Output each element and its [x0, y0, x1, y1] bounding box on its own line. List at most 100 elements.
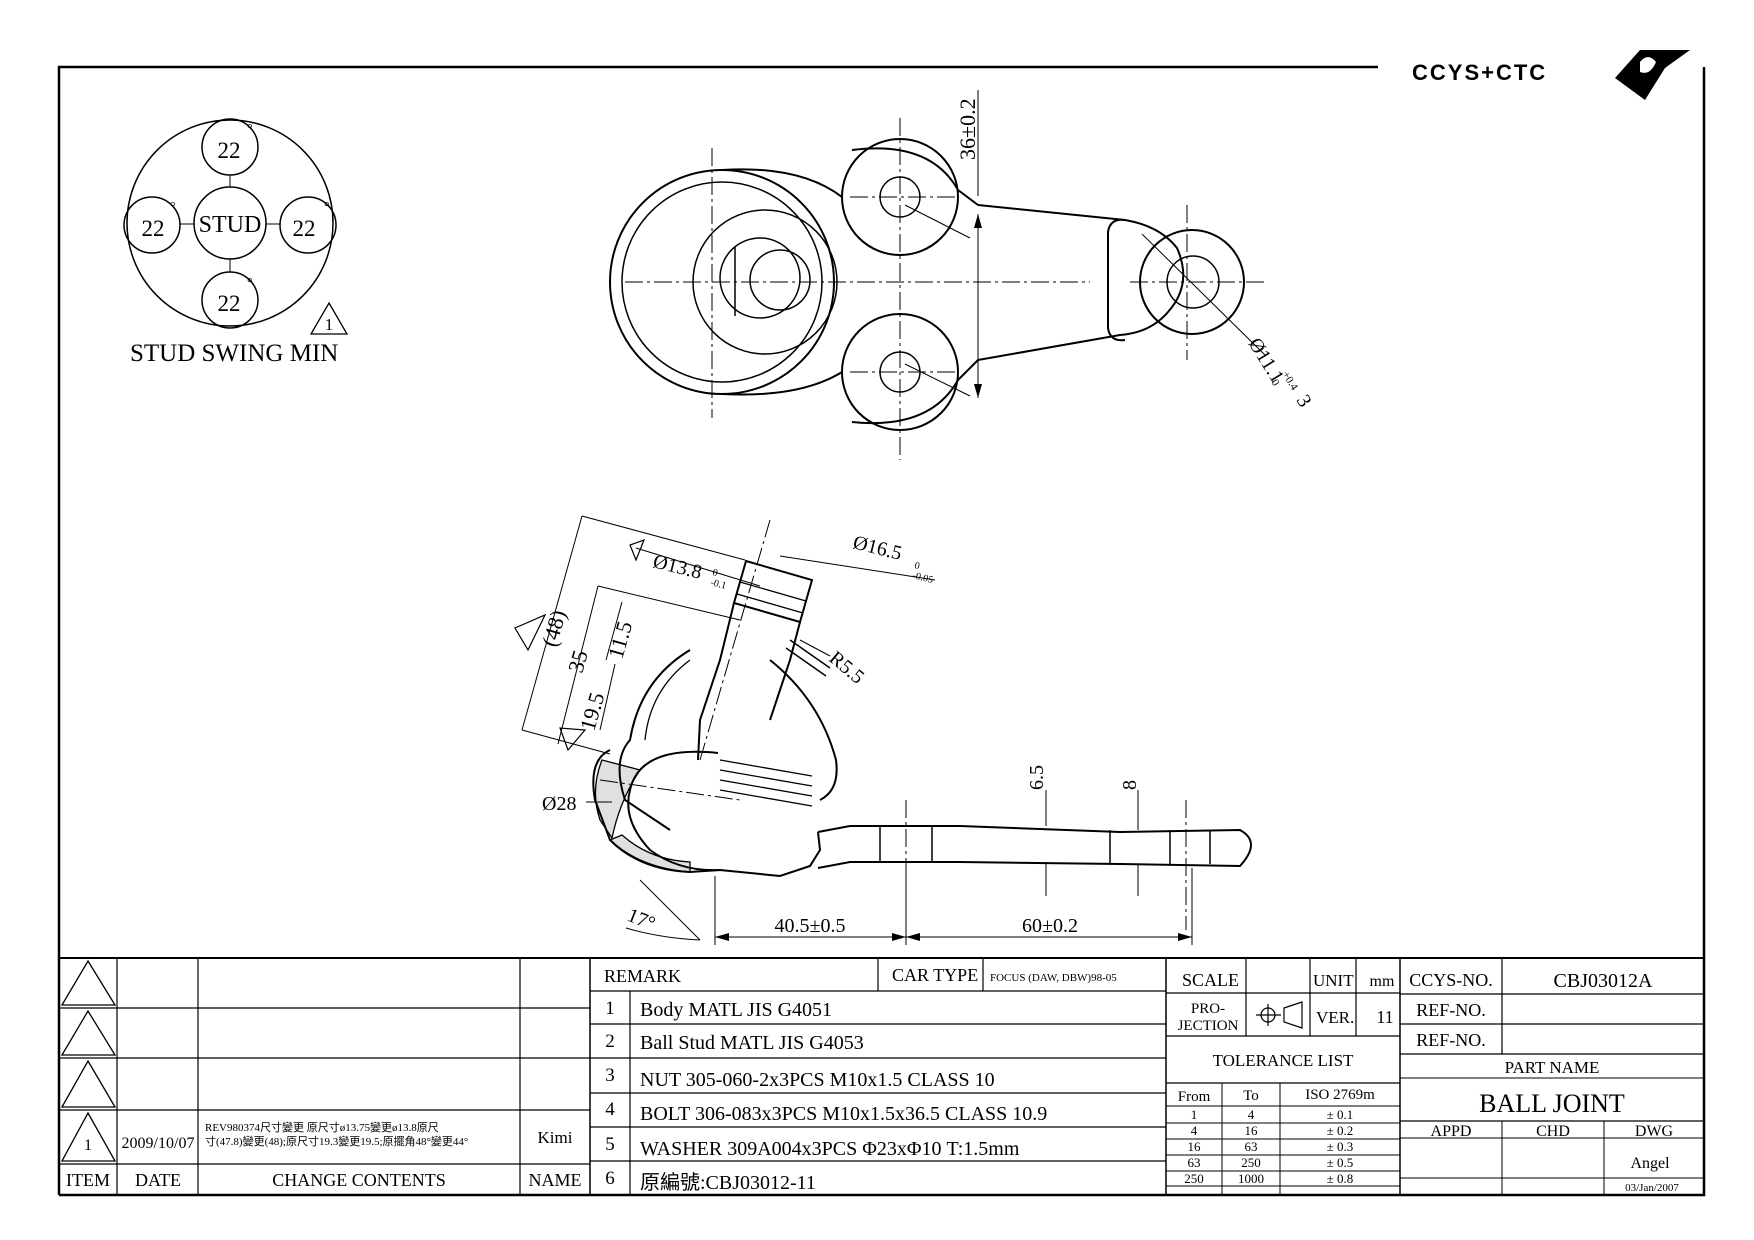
dim-d28: Ø28	[542, 793, 576, 815]
logo-emblem-icon	[1615, 50, 1690, 100]
dim-35: 35	[563, 647, 593, 675]
projection-label-2: JECTION	[1178, 1018, 1239, 1034]
rev-contents-line1: REV980374尺寸變更 原尺寸ø13.75變更ø13.8原尺	[205, 1120, 439, 1134]
svg-text:0: 0	[913, 560, 921, 572]
swing-circle-right	[279, 196, 337, 254]
dim-36: 36±0.2	[955, 98, 980, 160]
tol-header-to: To	[1243, 1088, 1259, 1104]
logo-text: CCYS+CTC	[1412, 60, 1547, 85]
appd-label: APPD	[1431, 1123, 1472, 1140]
swing-circle-left	[123, 196, 181, 254]
ver-label: VER.	[1316, 1008, 1354, 1027]
svg-text:1000: 1000	[1238, 1171, 1264, 1186]
dim-8: 8	[1119, 780, 1141, 790]
part-name-label: PART NAME	[1505, 1058, 1600, 1077]
dim-40-5: 40.5±0.5	[775, 915, 846, 937]
rev-contents-line2: 寸(47.8)變更(48);原尺寸19.3變更19.5;原擺角48°變更44°	[205, 1134, 468, 1148]
header-item: ITEM	[66, 1170, 110, 1190]
svg-text:2: 2	[605, 1031, 615, 1052]
ccys-no-value: CBJ03012A	[1554, 970, 1653, 992]
third-angle-projection-icon	[1256, 1001, 1303, 1029]
revision-triangle-icon	[514, 613, 547, 652]
title-block-grid	[59, 957, 1704, 1195]
scale-tolerance-block: SCALE UNIT mm PRO- JECTION VER. 11 TOLER…	[1178, 970, 1395, 1186]
svg-text:± 0.5: ± 0.5	[1327, 1155, 1354, 1170]
unit-value: mm	[1370, 973, 1395, 990]
svg-text:1: 1	[605, 998, 615, 1019]
ccys-no-label: CCYS-NO.	[1409, 970, 1493, 990]
svg-text:1: 1	[325, 315, 334, 334]
svg-text:5: 5	[605, 1134, 615, 1155]
svg-text:3: 3	[605, 1065, 615, 1086]
svg-text:± 0.1: ± 0.1	[1327, 1107, 1354, 1122]
revision-triangle-icon	[60, 1059, 117, 1108]
svg-text:1: 1	[1191, 1107, 1198, 1122]
dwg-label: DWG	[1635, 1123, 1674, 1140]
angle-right: 22	[293, 216, 316, 241]
dim-48: (48)	[537, 607, 571, 649]
angle-top: 22	[218, 138, 241, 163]
svg-text:250: 250	[1184, 1171, 1204, 1186]
dim-11-5: 11.5	[603, 618, 637, 661]
svg-text:16: 16	[1245, 1123, 1259, 1138]
svg-text:250: 250	[1241, 1155, 1261, 1170]
scale-label: SCALE	[1182, 970, 1239, 990]
revision-markers	[60, 959, 117, 1162]
svg-text:63: 63	[1245, 1139, 1258, 1154]
svg-text:4: 4	[605, 1099, 615, 1120]
part-title-block: CCYS-NO. CBJ03012A REF-NO. REF-NO. PART …	[1409, 970, 1679, 1194]
remark-header: REMARK	[604, 966, 681, 986]
svg-text:0: 0	[711, 567, 719, 579]
remark-item-5: WASHER 309A004x3PCS Φ23xΦ10 T:1.5mm	[640, 1138, 1020, 1160]
tol-header-from: From	[1178, 1089, 1211, 1105]
revision-triangle-icon	[559, 727, 587, 752]
header-date: DATE	[135, 1170, 181, 1190]
stud-label: STUD	[199, 212, 262, 238]
dim-17-deg: 17°	[624, 904, 658, 935]
tolerance-title: TOLERANCE LIST	[1213, 1051, 1354, 1070]
dim-d11-1: Ø11.1	[1244, 334, 1288, 387]
svg-text:63: 63	[1188, 1155, 1201, 1170]
dim-d16-5: Ø16.5	[851, 532, 904, 565]
tol-header-std: ISO 2769m	[1305, 1087, 1375, 1103]
angle-left: 22	[142, 216, 165, 241]
svg-text:°: °	[247, 122, 253, 137]
stud-swing-diagram: STUD 22 22 22 22 ° ° ° ° STUD SWING MIN …	[123, 118, 349, 367]
header-change-contents: CHANGE CONTENTS	[272, 1170, 446, 1190]
dwg-by: Angel	[1630, 1155, 1670, 1172]
svg-text:± 0.8: ± 0.8	[1327, 1171, 1354, 1186]
remark-item-3: NUT 305-060-2x3PCS M10x1.5 CLASS 10	[640, 1069, 995, 1091]
svg-text:°: °	[170, 200, 176, 215]
revision-triangle-icon	[60, 1111, 117, 1162]
dim-r5-5: R5.5	[825, 647, 869, 688]
top-view: 36±0.2 Ø11.1 +0.4 0 3	[609, 90, 1316, 460]
revision-triangle-icon	[629, 538, 646, 562]
header-name: NAME	[529, 1170, 582, 1190]
dim-d13-8: Ø13.8	[651, 551, 704, 584]
dim-60: 60±0.2	[1022, 915, 1078, 937]
svg-text:4: 4	[1248, 1107, 1255, 1122]
revision-triangle-icon	[309, 301, 349, 335]
dwg-date: 03/Jan/2007	[1625, 1182, 1679, 1194]
ref-no-label-2: REF-NO.	[1416, 1030, 1486, 1050]
ver-value: 11	[1376, 1007, 1393, 1027]
svg-text:°: °	[324, 200, 330, 215]
revision-triangle-icon	[60, 1009, 117, 1056]
svg-text:± 0.3: ± 0.3	[1327, 1139, 1354, 1154]
dim-6-5: 6.5	[1026, 765, 1048, 790]
svg-text:6: 6	[605, 1168, 615, 1189]
sheet-border	[57, 65, 1706, 1197]
car-type-label: CAR TYPE	[892, 965, 978, 985]
angle-bottom: 22	[218, 291, 241, 316]
rev-name: Kimi	[538, 1128, 573, 1147]
ref-no-label-1: REF-NO.	[1416, 1000, 1486, 1020]
rev-date: 2009/10/07	[122, 1135, 195, 1152]
svg-text:-0.05: -0.05	[911, 570, 934, 586]
part-name-value: BALL JOINT	[1479, 1089, 1625, 1118]
svg-text:3: 3	[1292, 391, 1316, 411]
section-view: (48) 35 11.5 19.5 Ø13.8 0 -0.1 Ø16.5 0 -…	[514, 515, 1252, 945]
dim-19-5: 19.5	[575, 689, 610, 733]
rev-item: 1	[84, 1137, 92, 1154]
svg-text:4: 4	[1191, 1123, 1198, 1138]
remark-table: REMARK CAR TYPE FOCUS (DAW, DBW)98-05 1 …	[604, 965, 1117, 1194]
